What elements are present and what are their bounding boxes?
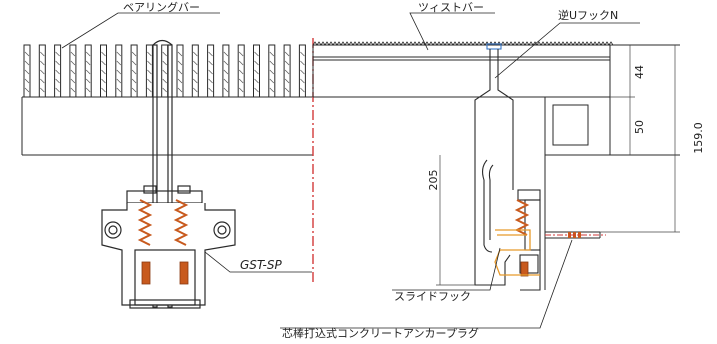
anchor-plug-leader bbox=[280, 239, 573, 329]
bearing-bar bbox=[54, 44, 62, 98]
clip-assembly bbox=[101, 39, 236, 309]
twist-bar-label: ツィストバー bbox=[418, 1, 484, 14]
bearing-bar bbox=[130, 44, 138, 98]
dimension-lines bbox=[436, 45, 680, 286]
bearing-bar bbox=[100, 44, 107, 98]
twist-bar-teeth bbox=[312, 41, 614, 46]
clip-springs bbox=[137, 199, 189, 246]
slide-hook-label: スライドフック bbox=[394, 290, 471, 303]
model-label: GST-SP bbox=[240, 258, 282, 272]
bearing-bar bbox=[207, 44, 215, 98]
bearing-bar bbox=[84, 44, 92, 98]
right-clip-anchor bbox=[520, 261, 529, 277]
bearing-bar-label: ベアリングバー bbox=[123, 0, 200, 14]
bearing-bar-row bbox=[23, 44, 306, 98]
bearing-bar bbox=[145, 44, 153, 98]
bearing-bar bbox=[298, 44, 306, 98]
bearing-bar bbox=[191, 44, 199, 98]
reverse-u-hook-leader bbox=[494, 22, 640, 79]
bearing-bar bbox=[69, 44, 77, 98]
clip-anchors bbox=[141, 261, 189, 285]
reverse-u-hook-label: 逆UフックN bbox=[558, 8, 618, 22]
bearing-bar bbox=[38, 44, 46, 98]
right-clip-spring bbox=[514, 199, 530, 236]
bearing-bar bbox=[268, 44, 276, 98]
bearing-bar bbox=[283, 44, 291, 98]
anchor-plug bbox=[545, 231, 601, 239]
frame-angle bbox=[544, 44, 680, 290]
bearing-bar bbox=[253, 44, 260, 98]
slide-hook bbox=[494, 229, 540, 276]
bearing-bar bbox=[115, 44, 123, 98]
slide-hook-leader bbox=[392, 247, 501, 291]
twist-bar bbox=[312, 44, 611, 98]
bearing-bar bbox=[161, 44, 169, 98]
dim-44: 44 bbox=[633, 65, 646, 79]
dim-159: 159.0 bbox=[692, 122, 705, 154]
model-leader bbox=[204, 251, 312, 273]
reverse-u-hook bbox=[474, 43, 514, 286]
bearing-bar bbox=[222, 44, 230, 98]
bearing-bar bbox=[176, 44, 184, 98]
dim-50: 50 bbox=[633, 120, 646, 134]
bearing-bar bbox=[23, 44, 31, 98]
twist-bar-leader bbox=[409, 12, 495, 51]
bearing-bar-leader bbox=[61, 12, 220, 49]
dim-205: 205 bbox=[427, 170, 440, 191]
bearing-bar bbox=[237, 44, 245, 98]
twist-bar-serration bbox=[312, 41, 614, 46]
anchor-plug-label: 芯棒打込式コンクリートアンカープラグ bbox=[282, 326, 479, 339]
